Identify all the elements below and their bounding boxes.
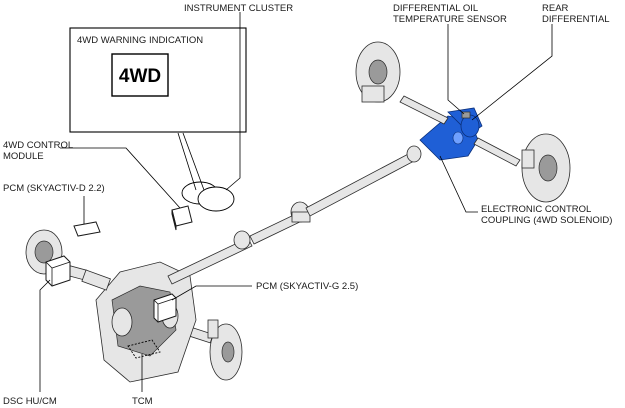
4wd-warning-badge: 4WD: [119, 66, 161, 87]
warning-indication-callout: 4WD WARNING INDICATION 4WD: [69, 27, 247, 191]
rear-lower-wheel-hub: [473, 133, 571, 203]
rear-differential-assembly: [419, 107, 483, 161]
label-instrument-cluster: INSTRUMENT CLUSTER: [184, 3, 293, 14]
label-pcm-diesel: PCM (SKYACTIV-D 2.2): [3, 183, 105, 194]
propeller-shaft: [167, 145, 422, 285]
label-pcm-gasoline: PCM (SKYACTIV-G 2.5): [256, 281, 358, 292]
label-coupling-1: ELECTRONIC CONTROL: [481, 204, 591, 215]
label-control-module-2: MODULE: [3, 151, 44, 162]
dsc-hu-cm-module: [45, 255, 71, 287]
label-diff-oil-sensor-1: DIFFERENTIAL OIL: [393, 3, 478, 14]
label-control-module-1: 4WD CONTROL: [3, 140, 73, 151]
4wd-control-module: [171, 205, 193, 231]
leader-lines: [39, 12, 553, 392]
label-tcm: TCM: [132, 396, 153, 407]
label-dsc: DSC HU/CM: [3, 396, 57, 407]
label-rear-diff-1: REAR: [542, 3, 569, 14]
front-right-wheel-hub: [171, 319, 243, 381]
pcm-skyactiv-d-module: [73, 221, 101, 237]
diff-oil-temp-sensor: [461, 111, 471, 119]
instrument-cluster: [181, 181, 235, 212]
label-rear-diff-2: DIFFERENTIAL: [542, 14, 610, 25]
warning-indication-label: 4WD WARNING INDICATION: [77, 35, 203, 46]
tcm-module: [127, 339, 161, 359]
label-diff-oil-sensor-2: TEMPERATURE SENSOR: [393, 14, 507, 25]
rear-upper-wheel-hub: [355, 41, 449, 125]
callout-labels: INSTRUMENT CLUSTER DIFFERENTIAL OIL TEMP…: [3, 3, 612, 407]
label-coupling-2: COUPLING (4WD SOLENOID): [481, 215, 612, 226]
pcm-skyactiv-g-module: [153, 293, 177, 323]
